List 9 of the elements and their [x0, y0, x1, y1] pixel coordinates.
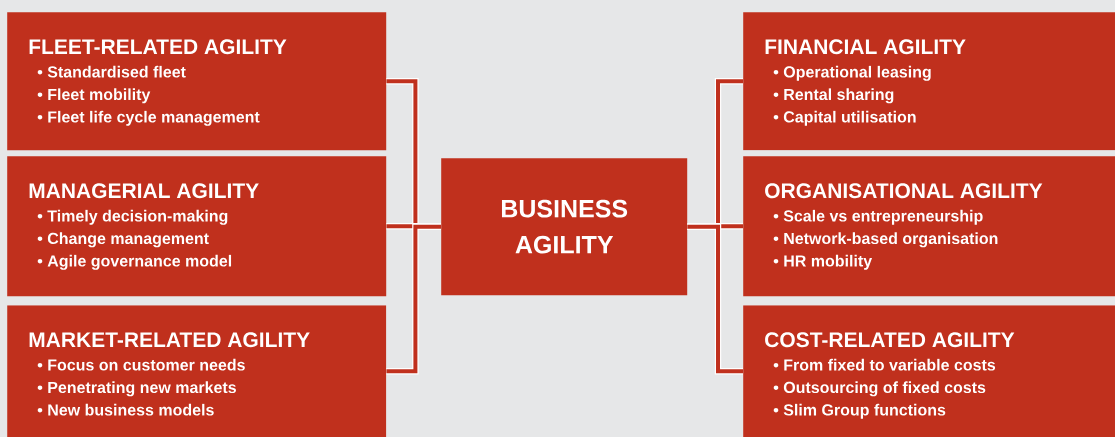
- connector-line: [687, 223, 743, 375]
- agility-box: MANAGERIAL AGILITY • Timely decision-making • Change management • Agile governance model: [7, 156, 387, 297]
- agility-box: FINANCIAL AGILITY • Operational leasing • Rental sharing • Capital utilisation: [743, 12, 1115, 151]
- center-box: BUSINESS AGILITY: [441, 158, 688, 296]
- agility-box: FLEET-RELATED AGILITY • Standardised fleet • Fleet mobility • Fleet life cycle management: [7, 12, 387, 151]
- connector-line: [386, 223, 441, 375]
- agility-box: COST-RELATED AGILITY • From fixed to variable costs • Outsourcing of fixed costs • Slim Group functions: [743, 305, 1115, 437]
- agility-box: ORGANISATIONAL AGILITY • Scale vs entrepreneurship • Network-based organisation • HR mobility: [743, 156, 1115, 297]
- agility-box: MARKET-RELATED AGILITY • Focus on customer needs • Penetrating new markets • New business models: [7, 305, 387, 437]
